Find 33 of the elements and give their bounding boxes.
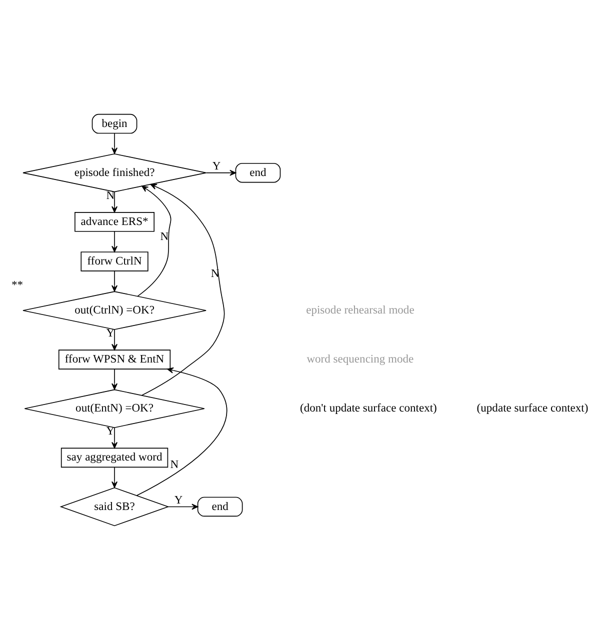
- node-diamond: out(CtrlN) =OK?: [22, 290, 206, 330]
- node-label: **: [11, 278, 24, 291]
- node-box: begin: [92, 113, 138, 134]
- edge-label: N: [106, 189, 115, 202]
- edge-label: N: [160, 230, 169, 242]
- arrow: [141, 183, 225, 396]
- label: episode rehearsal mode: [306, 304, 414, 316]
- edge-label: Y: [212, 160, 221, 172]
- arrow: [112, 230, 118, 252]
- arrow: [112, 426, 118, 448]
- arrow: [112, 190, 118, 212]
- label: (update surface context): [476, 402, 588, 414]
- node-box: end: [235, 162, 281, 182]
- node-box: end: [197, 496, 243, 516]
- arrow: [112, 328, 118, 350]
- node-diamond: said SB?: [60, 486, 170, 526]
- node-diamond: out(EntN) =OK?: [24, 388, 205, 428]
- arrow: [137, 185, 172, 296]
- node-box: fforw CtrlN: [80, 251, 148, 271]
- node-box: say aggregated word: [60, 447, 168, 468]
- edge-label: Y: [174, 494, 183, 506]
- label: word sequencing mode: [306, 353, 414, 366]
- arrow: [206, 169, 236, 176]
- arrow: [112, 466, 118, 488]
- arrow: [112, 368, 118, 390]
- edge-label: N: [170, 458, 179, 471]
- arrow: [112, 270, 118, 292]
- arrow: [112, 132, 118, 154]
- node-box: fforw WPSN & EntN: [58, 349, 171, 369]
- label: (don't update surface context): [300, 402, 437, 414]
- arrow: [168, 503, 198, 510]
- arrow: [136, 366, 228, 496]
- node-box: advance ERS*: [74, 212, 155, 232]
